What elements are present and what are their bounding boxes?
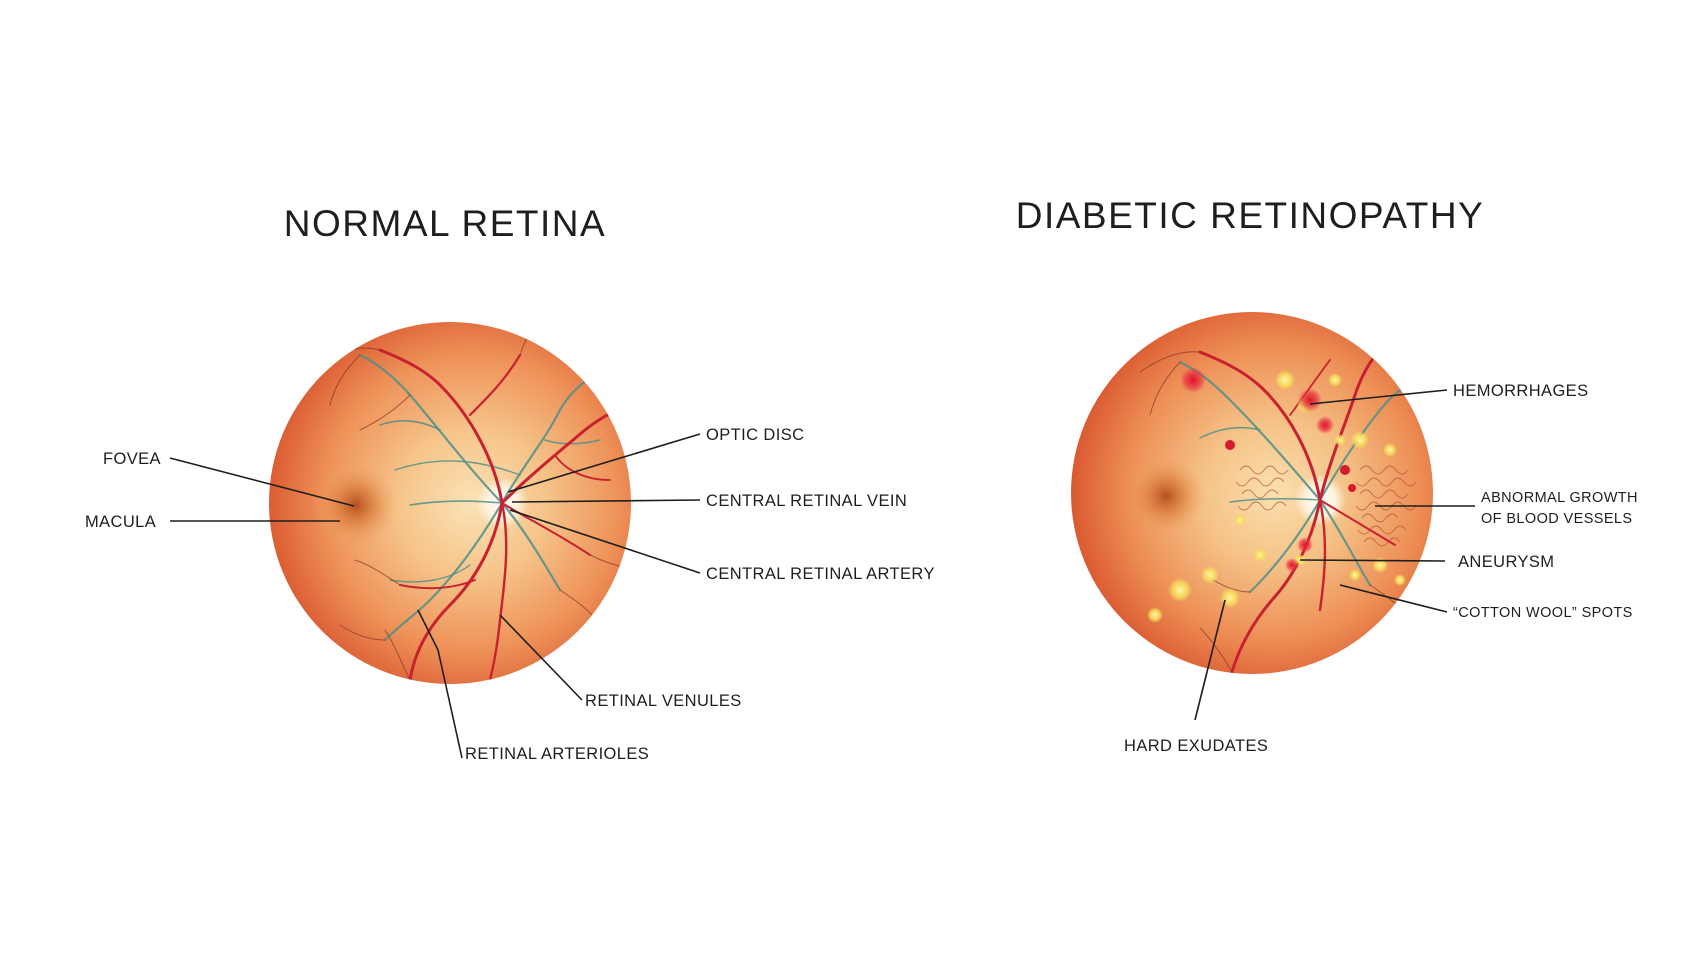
label-optic-disc: OPTIC DISC [706, 426, 804, 444]
normal-retina-disc [269, 322, 631, 684]
label-retinal-venules: RETINAL VENULES [585, 692, 742, 710]
label-fovea: FOVEA [103, 450, 161, 468]
diabetic-leader-lines [1194, 389, 1475, 721]
abnormal-vessel-tangles [1235, 465, 1417, 547]
label-abnormal-growth-line2: OF BLOOD VESSELS [1481, 511, 1632, 527]
diabetic-retinopathy-title: DIABETIC RETINOPATHY [1016, 195, 1485, 236]
label-central-retinal-vein: CENTRAL RETINAL VEIN [706, 492, 907, 510]
label-cotton-wool-spots: “COTTON WOOL” SPOTS [1453, 605, 1633, 621]
normal-capillaries [319, 322, 631, 681]
normal-retina-illustration: FOVEA MACULA OPTIC DISC CENTRAL RETINAL … [85, 322, 935, 763]
label-aneurysm: ANEURYSM [1458, 553, 1554, 571]
diabetic-macula-spot [1126, 456, 1206, 536]
label-hard-exudates: HARD EXUDATES [1124, 737, 1268, 755]
hemorrhage-spots [1180, 367, 1356, 572]
label-central-retinal-artery: CENTRAL RETINAL ARTERY [706, 565, 935, 583]
diabetic-retina-illustration: HEMORRHAGES ABNORMAL GROWTH OF BLOOD VES… [1071, 312, 1638, 755]
normal-veins [358, 353, 602, 642]
label-retinal-arterioles: RETINAL ARTERIOLES [465, 745, 649, 763]
normal-arteries [378, 348, 631, 682]
macula-spot [314, 463, 398, 547]
normal-retina-title: NORMAL RETINA [284, 203, 606, 244]
label-macula: MACULA [85, 513, 156, 531]
normal-leader-lines [169, 433, 701, 759]
label-hemorrhages: HEMORRHAGES [1453, 382, 1589, 400]
diabetic-arteries [1198, 350, 1396, 674]
label-abnormal-growth-line1: ABNORMAL GROWTH [1481, 490, 1638, 506]
diabetic-retina-disc [1071, 312, 1433, 674]
